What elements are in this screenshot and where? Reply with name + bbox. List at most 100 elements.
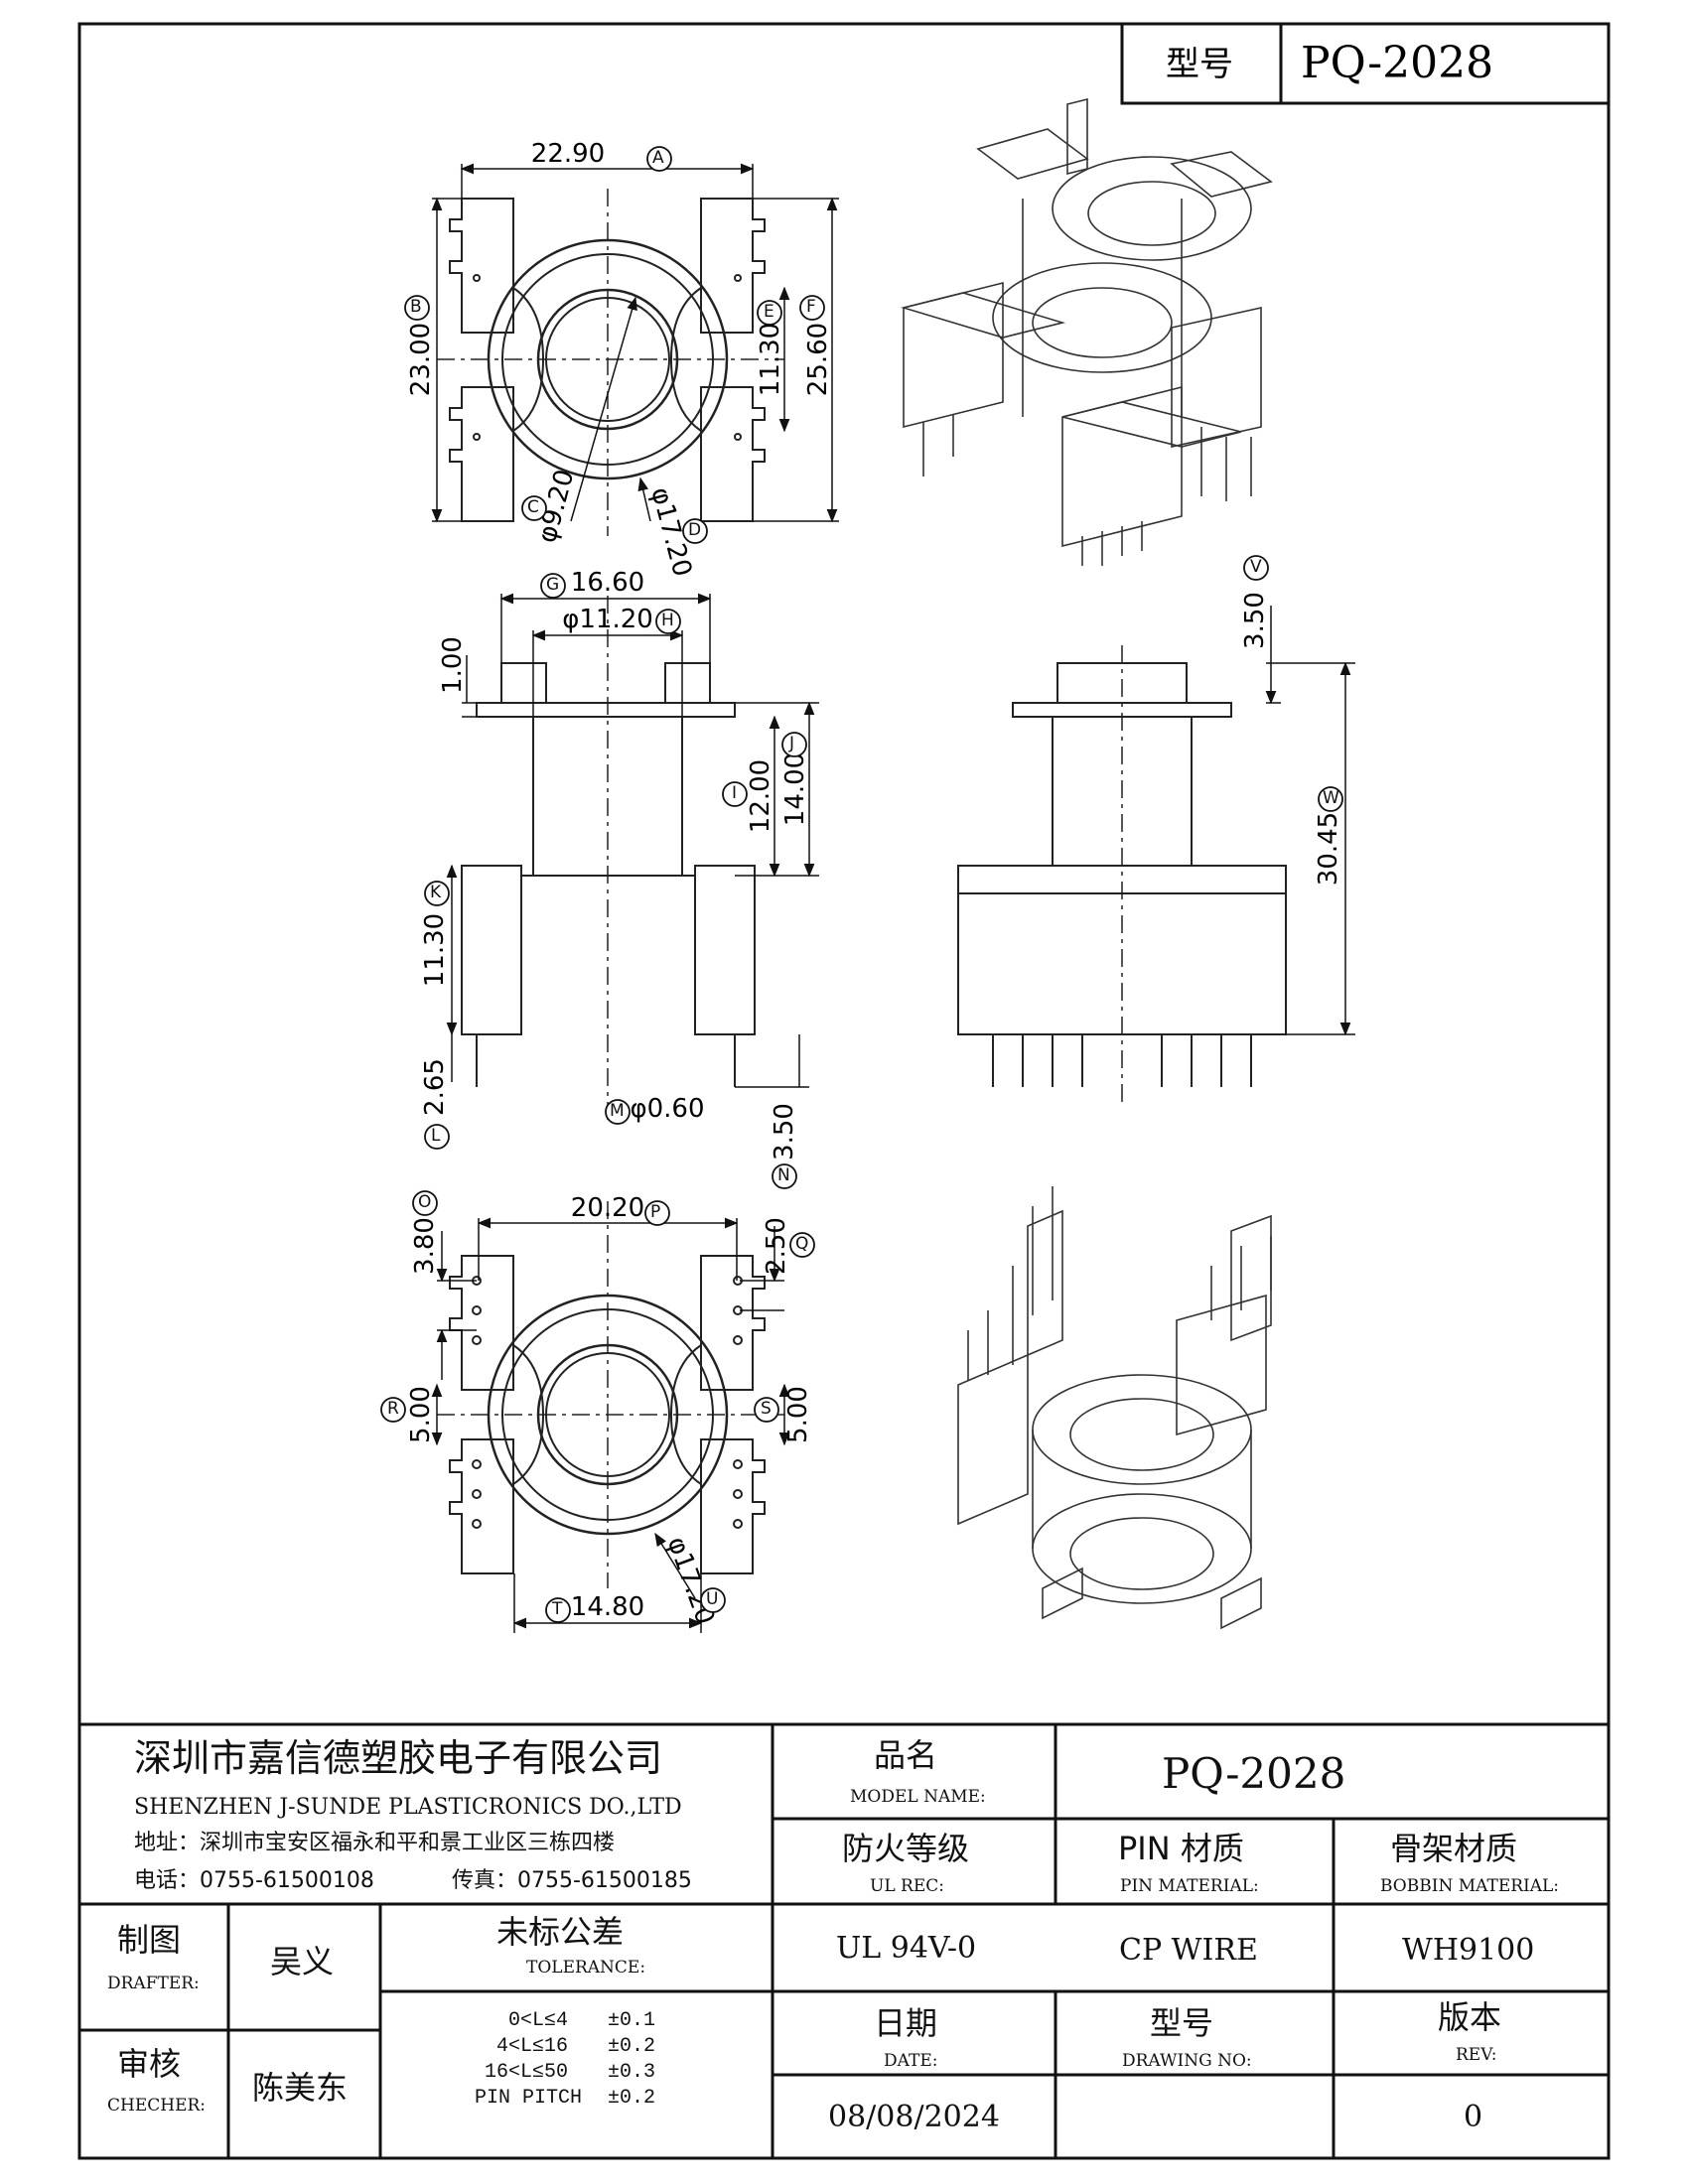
- front-view-dimensions: [1265, 606, 1355, 1036]
- ref-i-marker: [722, 781, 748, 807]
- side-view-labels: 16.60 φ11.20 1.00 12.00 14.00 11.30 2.65…: [420, 568, 810, 1160]
- side-view-dimensions: [446, 593, 819, 1088]
- model-name-label-cn: 品名: [874, 1736, 938, 1774]
- ref-r-marker: [380, 1397, 406, 1423]
- iso-view-1: [900, 97, 1273, 566]
- ref-j-marker: [781, 732, 807, 757]
- ref-letter-e: E: [764, 302, 774, 322]
- bobbin-material-label-en: BOBBIN MATERIAL:: [1380, 1876, 1560, 1896]
- company-name-cn: 深圳市嘉信德塑胶电子有限公司: [134, 1736, 663, 1780]
- ref-d-marker: [682, 518, 708, 544]
- ref-letter-m: M: [610, 1101, 625, 1121]
- tolerance-range-1: 0<L≤4: [508, 2009, 569, 2032]
- ref-a-marker: [646, 146, 672, 172]
- header-label: 型号: [1166, 45, 1233, 84]
- ref-letter-n: N: [777, 1165, 790, 1185]
- drafter-label-cn: 制图: [117, 1921, 182, 1959]
- bottom-view: [437, 1201, 784, 1588]
- ref-t-marker: [545, 1597, 571, 1623]
- company-name-en: SHENZHEN J-SUNDE PLASTICRONICS DO.,LTD: [134, 1795, 682, 1820]
- ref-k-marker: [424, 881, 450, 906]
- ref-letter-u: U: [706, 1589, 719, 1609]
- tolerance-range-3: 16<L≤50: [485, 2061, 569, 2084]
- title-block-grid: [79, 1722, 1609, 2158]
- ref-letter-i: I: [732, 783, 738, 803]
- ref-letter-k: K: [430, 883, 442, 902]
- dim-h: φ11.20: [562, 605, 653, 634]
- ref-letter-h: H: [661, 611, 674, 630]
- ref-o-marker: [412, 1190, 438, 1216]
- ref-letter-o: O: [418, 1192, 432, 1212]
- ref-letter-s: S: [761, 1399, 772, 1419]
- dim-s: 5.00: [783, 1386, 813, 1443]
- front-view-labels: 3.50 30.45: [1240, 592, 1343, 886]
- dim-w: 30.45: [1314, 812, 1343, 886]
- ref-letter-v: V: [1250, 557, 1262, 577]
- ref-l-marker: [424, 1124, 450, 1150]
- ul-label-en: UL REC:: [870, 1876, 944, 1896]
- ref-letter-f: F: [806, 297, 816, 317]
- dim-g: 16.60: [571, 568, 644, 598]
- checker-label-cn: 审核: [117, 2045, 182, 2083]
- bottom-view-dimensions: [431, 1217, 790, 1633]
- dim-b: 23.00: [406, 323, 436, 396]
- pin-material-label-en: PIN MATERIAL:: [1120, 1876, 1259, 1896]
- ref-q-marker: [789, 1232, 815, 1258]
- tolerance-range-2: 4<L≤16: [496, 2035, 569, 2058]
- front-view: [957, 645, 1287, 1102]
- drafter-name: 吴义: [270, 1943, 335, 1980]
- rev-value: 0: [1464, 2100, 1483, 2134]
- top-view-dimensions: [431, 163, 839, 523]
- ref-letter-l: L: [431, 1126, 441, 1146]
- dim-t: 14.80: [571, 1592, 644, 1622]
- ul-label-cn: 防火等级: [842, 1830, 970, 1867]
- pin-material-label-cn: PIN 材质: [1118, 1830, 1244, 1867]
- pin-material-value: CP WIRE: [1119, 1933, 1258, 1968]
- iso-view-2: [957, 1186, 1272, 1630]
- sheet-frame: [77, 22, 1611, 2160]
- drafter-label-en: DRAFTER:: [107, 1974, 200, 1993]
- ref-letter-c: C: [527, 497, 539, 517]
- dim-i: 12.00: [746, 759, 775, 833]
- dim-p: 20.20: [571, 1193, 644, 1223]
- ref-letter-g: G: [546, 575, 560, 595]
- ref-c-marker: [521, 495, 547, 521]
- rev-label-cn: 版本: [1438, 1998, 1502, 2036]
- ref-u-marker: [700, 1587, 726, 1613]
- ref-g-marker: [540, 573, 566, 599]
- date-label-cn: 日期: [874, 2004, 938, 2042]
- tolerance-value-1: ±0.1: [608, 2009, 656, 2032]
- ref-w-marker: [1318, 786, 1343, 812]
- company-address: 地址：深圳市宝安区福永和平和景工业区三栋四楼: [134, 1831, 616, 1855]
- ref-letter-w: W: [1323, 788, 1339, 808]
- dim-o: 3.80: [410, 1217, 440, 1275]
- top-view: [437, 189, 784, 536]
- ref-p-marker: [644, 1200, 670, 1226]
- ref-letter-t: T: [552, 1599, 563, 1619]
- tolerance-value-2: ±0.2: [608, 2035, 656, 2058]
- ref-b-marker: [404, 295, 430, 321]
- ref-n-marker: [772, 1163, 797, 1189]
- company-fax: 传真：0755-61500185: [452, 1868, 692, 1893]
- checker-label-en: CHECHER:: [107, 2096, 207, 2116]
- ref-letter-d: D: [688, 520, 702, 540]
- dim-q: 2.50: [762, 1217, 791, 1275]
- reference-markers: [380, 146, 1343, 1623]
- tolerance-label-cn: 未标公差: [496, 1913, 625, 1951]
- drawing-no-label-cn: 型号: [1150, 2004, 1214, 2042]
- ref-e-marker: [757, 300, 782, 326]
- bobbin-material-label-cn: 骨架材质: [1390, 1830, 1518, 1867]
- ref-s-marker: [754, 1397, 779, 1423]
- dim-m: φ0.60: [630, 1094, 704, 1124]
- ref-letter-r: R: [387, 1399, 399, 1419]
- dim-j: 14.00: [780, 752, 810, 826]
- dim-u: φ17.20: [661, 1533, 721, 1628]
- ref-v-marker: [1243, 555, 1269, 581]
- tolerance-range-4: PIN PITCH: [475, 2087, 583, 2110]
- model-name-label-en: MODEL NAME:: [850, 1787, 986, 1807]
- ref-letter-q: Q: [795, 1234, 809, 1254]
- tolerance-value-4: ±0.2: [608, 2087, 656, 2110]
- ul-value: UL 94V-0: [836, 1931, 977, 1966]
- bobbin-material-value: WH9100: [1402, 1933, 1535, 1968]
